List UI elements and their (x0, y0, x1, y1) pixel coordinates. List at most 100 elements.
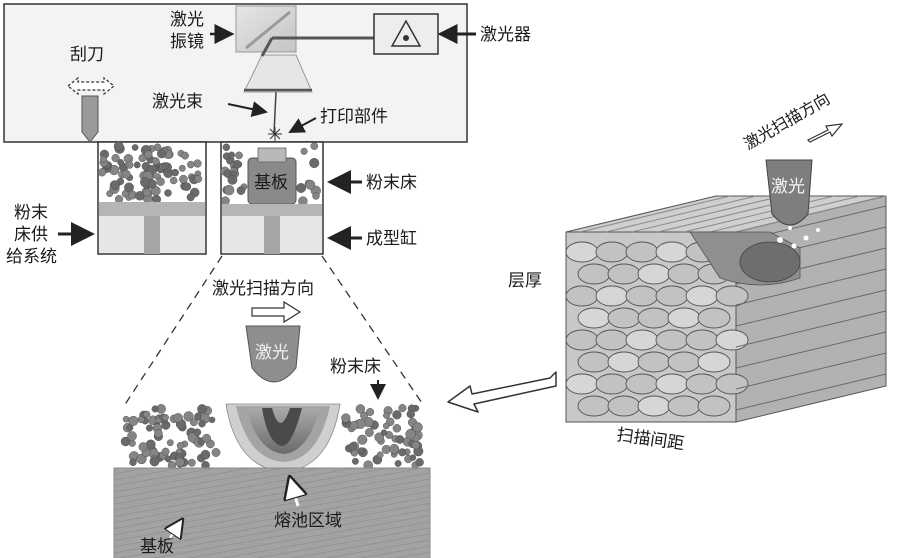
track-top-line (735, 195, 887, 233)
track-cross-section (685, 285, 719, 307)
active-track-end (739, 241, 801, 283)
track-cross-section (667, 351, 701, 373)
track-top-line (605, 195, 757, 233)
track-depth-line (735, 373, 887, 411)
track-cross-section (595, 373, 629, 395)
track-depth-line (735, 289, 887, 327)
powder-particle (179, 174, 188, 184)
powder-particle (202, 433, 212, 443)
powder-particle (357, 434, 368, 445)
powder-particle (394, 460, 402, 467)
powder-particle (355, 404, 366, 414)
supply-label-line3: 给系统 (6, 247, 57, 267)
powder-particle (129, 458, 137, 466)
track-cross-section (565, 329, 599, 351)
track-cross-section (667, 263, 701, 285)
galvo-mirror (245, 10, 291, 50)
melt-pool-label: 熔池区域 (274, 511, 342, 531)
powder-particle (143, 410, 151, 419)
powder-particle (128, 415, 139, 426)
track-cross-section (715, 329, 749, 351)
powder-particle (97, 168, 107, 177)
powder-particle (182, 182, 192, 191)
powder-particle (357, 447, 365, 455)
melt-powder-particles (120, 404, 424, 471)
melt-pool-shape (225, 403, 341, 473)
powder-particle (175, 457, 185, 467)
powder-particle (176, 441, 185, 450)
block-laser-nozzle (765, 159, 813, 226)
track-cross-section (685, 329, 719, 351)
block-scan-dir-arrow (806, 123, 844, 143)
beam-arrow (227, 101, 268, 117)
powder-particle (412, 422, 423, 433)
powder-particle (135, 191, 145, 201)
powder-particle (164, 189, 172, 197)
cylinder-label: 成型缸 (366, 228, 417, 249)
track-cross-section (625, 241, 659, 263)
transition-arrow (447, 371, 557, 413)
powder-particle (157, 149, 167, 159)
track-top-line (631, 195, 783, 233)
track-cross-section (607, 395, 641, 417)
powder-particle (309, 157, 320, 168)
track-cross-section (637, 307, 671, 329)
powder-particle (395, 435, 405, 444)
powder-particle (186, 193, 195, 202)
powder-particle (211, 448, 221, 457)
powder-particle (122, 169, 131, 179)
powder-particle (376, 451, 384, 459)
powder-particle (113, 141, 124, 152)
substrate-label: 基板 (254, 173, 288, 193)
galvo-label-line2: 振镜 (170, 32, 204, 52)
powder-particle (348, 442, 357, 451)
track-cross-section (565, 373, 599, 395)
track-cross-section (607, 351, 641, 373)
powder-particle (232, 159, 242, 169)
supply-piston-rod (144, 216, 160, 254)
supply-label-line2: 床供 (14, 225, 48, 245)
powder-particle (198, 420, 206, 428)
powder-particle (411, 441, 420, 450)
sparkle-particles (777, 226, 820, 249)
track-cross-section (655, 329, 689, 351)
track-cross-section (667, 307, 701, 329)
powder-particle (145, 424, 153, 432)
powder-particle (120, 436, 131, 447)
powder-particle (137, 416, 145, 424)
powder-particle (197, 404, 208, 414)
melt-substrate-label: 基板 (140, 537, 174, 557)
powder-particle (187, 458, 196, 467)
powder-particle (200, 449, 211, 460)
track-cross-section (595, 285, 629, 307)
powder-particle (364, 428, 374, 437)
powder-particle (193, 428, 202, 437)
track-depth-line (735, 352, 887, 390)
powder-particle (235, 151, 243, 160)
build-piston-rod (264, 216, 280, 254)
powder-particle (125, 161, 134, 169)
track-cross-section (697, 307, 731, 329)
powder-particle (142, 188, 152, 197)
track-cross-section (577, 395, 611, 417)
powder-particle (106, 190, 114, 198)
powder-particle (149, 456, 160, 467)
track-cross-section (637, 263, 671, 285)
block-right-face (735, 195, 887, 423)
powder-particle (138, 442, 148, 452)
zoom-line-left (123, 255, 223, 407)
powder-particle (114, 195, 124, 204)
powder-particle (351, 457, 359, 465)
scraper-label: 刮刀 (70, 45, 104, 65)
powder-particle (178, 164, 186, 172)
powder-particle (236, 186, 246, 195)
laser-path-diagonal (260, 37, 274, 57)
track-cross-section (577, 263, 611, 285)
melt-scan-dir-arrow (251, 300, 302, 324)
powder-particle (349, 421, 359, 430)
track-cross-section (607, 307, 641, 329)
powder-particle (350, 449, 358, 457)
powder-particle (133, 161, 141, 169)
powder-particle (183, 411, 194, 422)
powder-particle (111, 154, 120, 163)
